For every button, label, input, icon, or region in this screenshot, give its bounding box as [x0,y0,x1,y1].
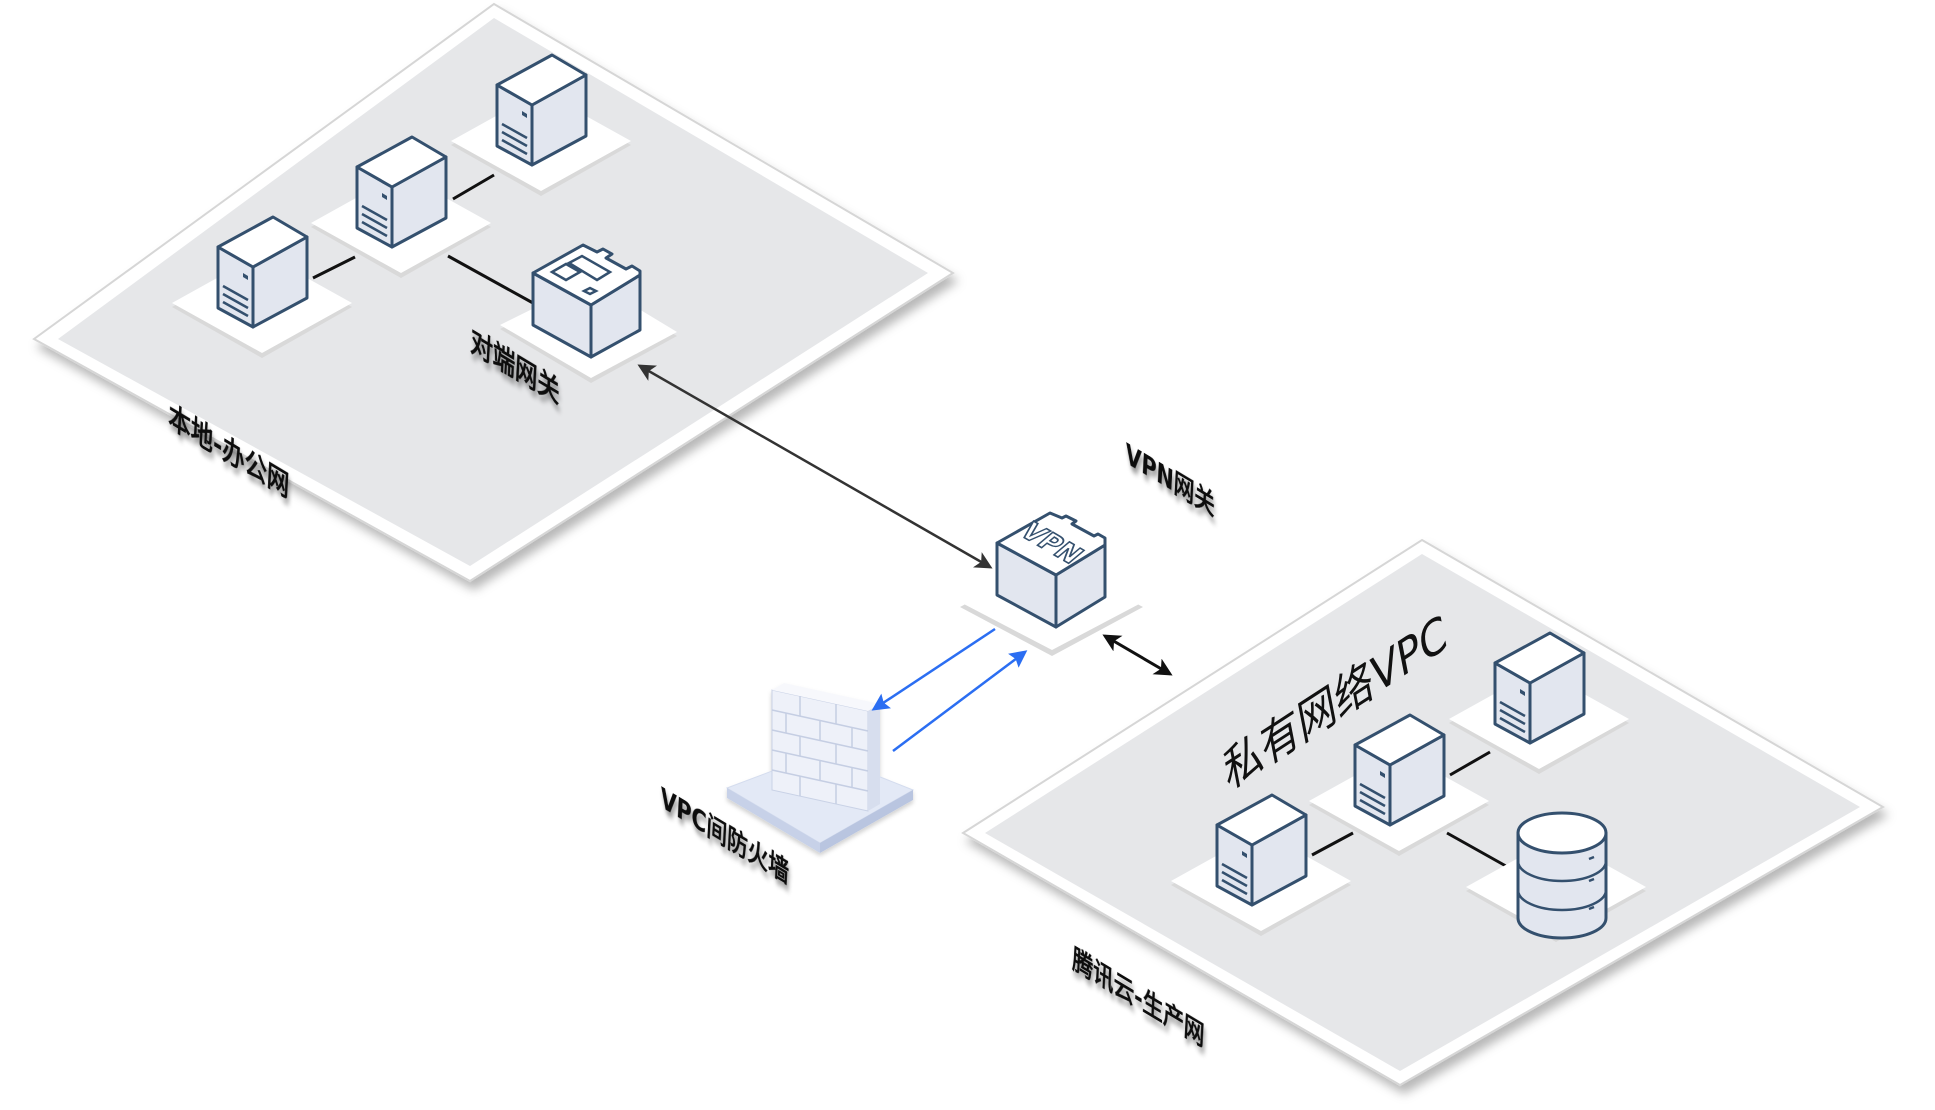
link-office-server2-gateway [447,254,534,305]
server-icon [1493,631,1586,745]
link-vpc-server2-database [1446,831,1514,872]
vpc-server-2[interactable] [1309,713,1489,856]
arrow-peer-gateway-vpn-gateway [637,364,993,569]
firewall-icon [725,683,915,853]
vpc-firewall[interactable] [725,683,915,853]
zone-local-office-area [58,18,928,566]
arrow-vpn-gateway-vpc [1102,634,1173,676]
link-vpc-server1-server2 [1311,831,1354,857]
zone-local-office [32,2,955,583]
office-server-1[interactable] [172,215,352,358]
vpn-icon: VPN [995,511,1107,629]
link-office-server2-server3 [452,173,495,201]
vpc-server-1[interactable] [1171,793,1351,936]
devices [172,53,1646,942]
server-icon [1353,713,1446,827]
link-vpc-server2-server3 [1449,750,1491,777]
gateway-icon [531,243,642,359]
server-icon [355,135,448,249]
arrow-vpn-to-firewall [871,627,996,711]
office-server-3[interactable] [451,53,631,196]
peer-gateway[interactable] [500,243,677,383]
database-icon [1516,811,1608,940]
server-icon [1215,793,1308,907]
server-icon [216,215,309,329]
office-server-2[interactable] [311,135,491,278]
server-icon [495,53,588,167]
vpc-database[interactable] [1466,811,1646,942]
arrow-firewall-to-vpn [892,650,1028,752]
vpn-gateway[interactable]: VPN [960,511,1143,656]
vpc-server-3[interactable] [1449,631,1629,774]
link-office-server1-server2 [312,255,356,280]
label-vpn-gateway: VPN网关 [1125,438,1216,524]
